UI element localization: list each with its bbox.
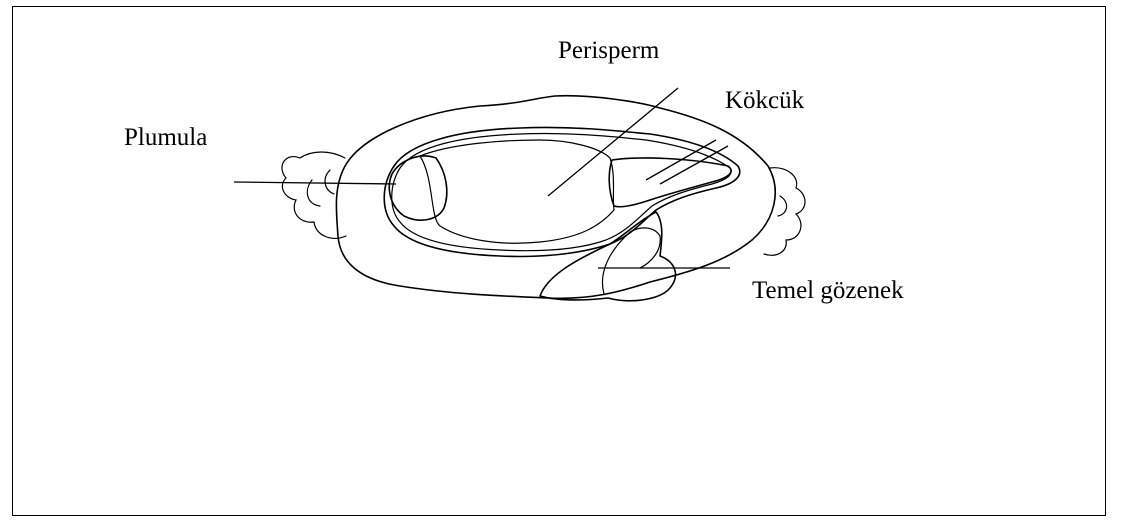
kokcuk-leader-2 xyxy=(660,146,728,184)
hilum-structure xyxy=(540,212,675,301)
label-temel-gozenek: Temel gözenek xyxy=(752,278,904,303)
label-perisperm: Perisperm xyxy=(558,38,659,63)
label-kokcuk: Kökcük xyxy=(725,88,804,113)
plumula-shape xyxy=(389,156,447,220)
plumula-leader xyxy=(234,182,396,184)
right-tuft xyxy=(764,168,805,255)
seed-coat-outer xyxy=(384,127,740,256)
seed-coat-inner xyxy=(392,133,731,250)
label-plumula: Plumula xyxy=(124,125,207,150)
kokcuk-shape xyxy=(609,158,731,207)
perisperm-outline xyxy=(420,140,614,243)
kokcuk-leader-1 xyxy=(646,140,716,180)
